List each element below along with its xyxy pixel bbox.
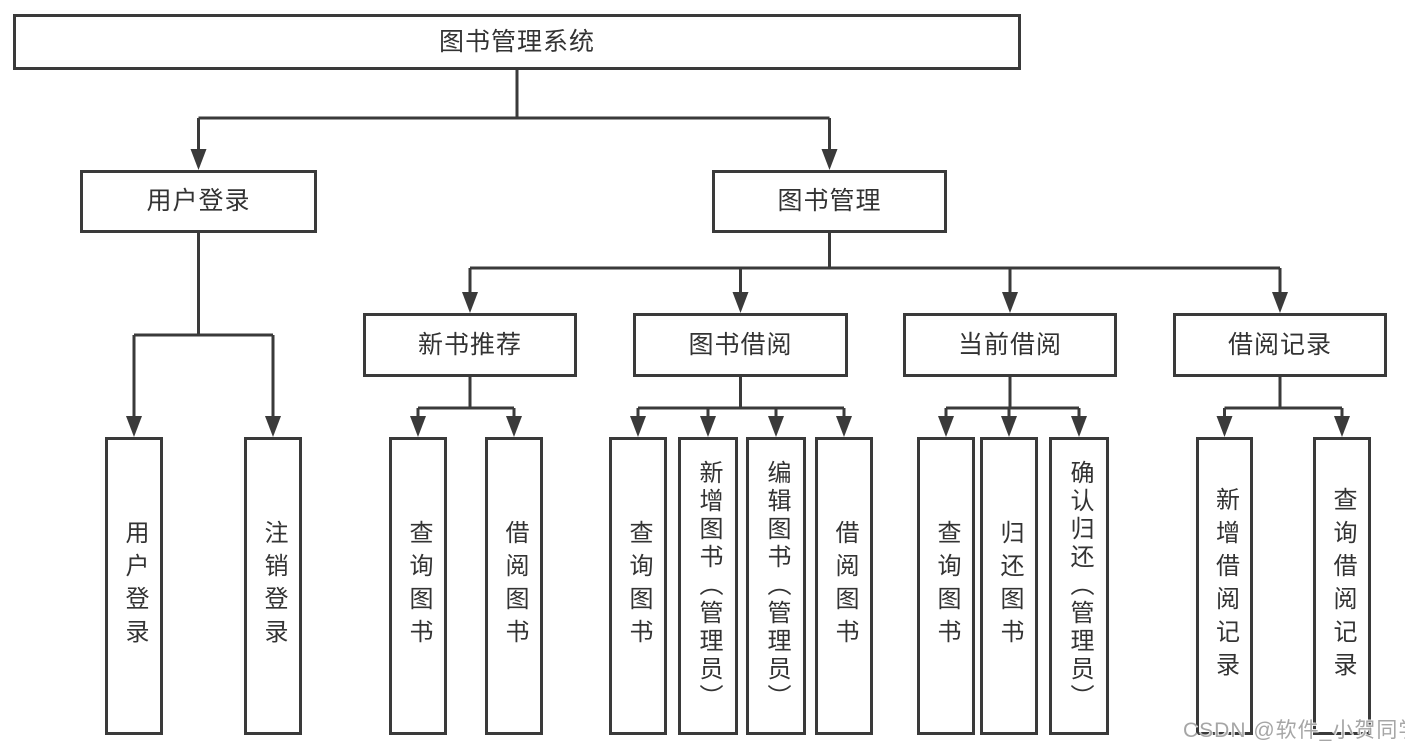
node-label: 当前借阅 xyxy=(957,330,1062,359)
arrowhead-icon xyxy=(462,292,478,313)
arrowhead-icon xyxy=(1071,416,1087,437)
node-root: 图书管理系统 xyxy=(13,14,1021,70)
node-label: 借阅图书 xyxy=(831,520,858,652)
node-label: 用户登录 xyxy=(146,187,251,215)
node-label: 编辑图书（管理员） xyxy=(763,460,790,712)
node-label: 图书借阅 xyxy=(688,330,793,359)
arrowhead-icon xyxy=(700,416,716,437)
arrowhead-icon xyxy=(768,416,784,437)
node-nbr-borrow: 借阅图书 xyxy=(485,437,543,735)
arrowhead-icon xyxy=(630,416,646,437)
node-label: 图书管理 xyxy=(777,187,882,215)
node-current-borrow: 当前借阅 xyxy=(903,313,1117,377)
node-label: 新增图书（管理员） xyxy=(695,460,722,712)
node-label: 归还图书 xyxy=(996,520,1023,652)
node-label: 查询图书 xyxy=(625,520,652,652)
node-bb-borrow: 借阅图书 xyxy=(815,437,873,735)
node-bb-query: 查询图书 xyxy=(609,437,667,735)
node-logout-v: 注销登录 xyxy=(244,437,302,735)
arrowhead-icon xyxy=(265,416,281,437)
arrowhead-icon xyxy=(190,149,207,170)
node-label: 查询借阅记录 xyxy=(1329,487,1356,685)
node-label: 查询图书 xyxy=(933,520,960,652)
arrowhead-icon xyxy=(1216,416,1233,437)
arrowhead-icon xyxy=(821,149,838,170)
node-br-query: 查询借阅记录 xyxy=(1313,437,1371,735)
arrowhead-icon xyxy=(126,416,142,437)
node-cb-confirm: 确认归还（管理员） xyxy=(1049,437,1109,735)
node-bb-add: 新增图书（管理员） xyxy=(678,437,738,735)
arrowhead-icon xyxy=(1002,292,1018,313)
arrowhead-icon xyxy=(836,416,852,437)
node-label: 查询图书 xyxy=(405,520,432,652)
node-label: 确认归还（管理员） xyxy=(1066,460,1093,712)
node-cb-query: 查询图书 xyxy=(917,437,975,735)
node-login-v: 用户登录 xyxy=(105,437,163,735)
node-label: 借阅图书 xyxy=(501,520,528,652)
node-label: 注销登录 xyxy=(260,520,287,652)
arrowhead-icon xyxy=(506,416,522,437)
node-new-book-rec: 新书推荐 xyxy=(363,313,577,377)
arrowhead-icon xyxy=(1272,292,1288,313)
arrowhead-icon xyxy=(1334,416,1350,437)
arrowhead-icon xyxy=(732,292,749,313)
node-label: 用户登录 xyxy=(121,520,148,652)
watermark-text: CSDN @软件_小贺同学 xyxy=(1183,719,1405,742)
arrowhead-icon xyxy=(410,416,426,437)
node-book-mgmt: 图书管理 xyxy=(712,170,947,233)
node-label: 借阅记录 xyxy=(1227,330,1332,359)
node-book-borrow: 图书借阅 xyxy=(633,313,848,377)
arrowhead-icon xyxy=(938,416,954,437)
node-label: 新增借阅记录 xyxy=(1211,487,1239,685)
node-nbr-query: 查询图书 xyxy=(389,437,447,735)
node-borrow-records: 借阅记录 xyxy=(1173,313,1387,377)
node-br-add: 新增借阅记录 xyxy=(1196,437,1253,735)
node-bb-edit: 编辑图书（管理员） xyxy=(746,437,806,735)
node-cb-return: 归还图书 xyxy=(980,437,1038,735)
node-label: 新书推荐 xyxy=(417,330,522,359)
node-user-login: 用户登录 xyxy=(80,170,317,233)
node-label: 图书管理系统 xyxy=(438,27,595,56)
arrowhead-icon xyxy=(1001,416,1017,437)
